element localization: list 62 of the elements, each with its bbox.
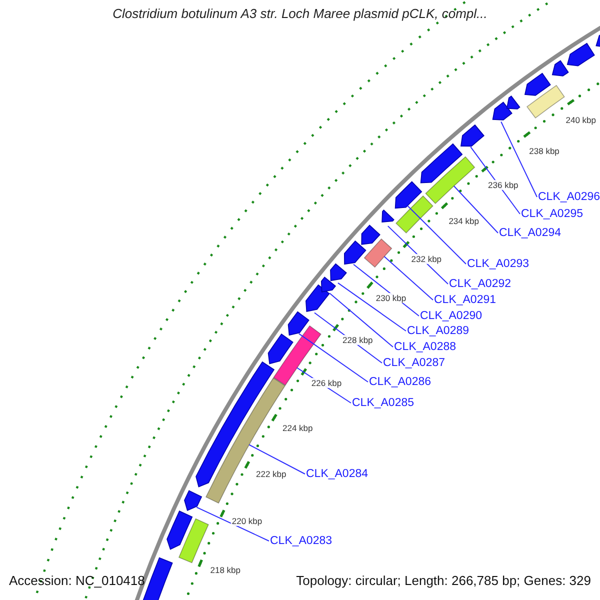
gene-label: CLK_A0289 <box>407 324 470 338</box>
gene-label: CLK_A0293 <box>467 257 530 271</box>
gene-label: CLK_A0285 <box>352 396 414 410</box>
leader-line <box>248 444 306 474</box>
gene-segment <box>506 96 520 110</box>
gene-segment <box>361 224 380 245</box>
gene-label: CLK_A0290 <box>420 309 482 323</box>
gene-label: CLK_A0287 <box>383 356 446 370</box>
gene-segment <box>344 240 366 265</box>
gene-segment <box>306 284 330 312</box>
leader-line <box>384 256 434 300</box>
gene-label: CLK_A0284 <box>306 467 368 481</box>
accession-text: Accession: NC_010418 <box>9 573 145 588</box>
gene-bar <box>178 518 209 564</box>
gene-segment <box>524 72 551 96</box>
gene-label: CLK_A0294 <box>499 226 562 240</box>
tick-label: 222 kbp <box>255 468 288 479</box>
gene-label: CLK_A0292 <box>449 277 512 291</box>
gene-label: CLK_A0295 <box>521 207 584 221</box>
tick-label: 234 kbp <box>448 216 480 226</box>
gene-label: CLK_A0286 <box>369 375 432 389</box>
gene-segment <box>566 42 595 66</box>
leader-line <box>453 185 498 234</box>
tick-label: 220 kbp <box>230 516 264 526</box>
leader-line <box>500 121 538 198</box>
tick-label: 226 kbp <box>310 378 343 388</box>
gene-bar <box>526 85 565 118</box>
gene-segment <box>268 334 294 364</box>
gene-segment <box>184 490 202 511</box>
gene-label: CLK_A0288 <box>394 340 456 354</box>
tick-label: 224 kbp <box>282 422 314 433</box>
gene-segment <box>460 124 484 147</box>
tick-label: 230 kbp <box>374 293 408 304</box>
leader-line <box>196 506 270 542</box>
tick-label: 238 kbp <box>528 146 560 156</box>
gene-label: CLK_A0283 <box>270 534 332 548</box>
tick-label: 236 kbp <box>487 180 520 190</box>
gene-segment <box>320 276 336 292</box>
gene-segment <box>166 510 193 550</box>
summary-text: Topology: circular; Length: 266,785 bp; Genes: 329 <box>296 573 591 588</box>
gene-segment <box>552 60 569 76</box>
leader-line <box>298 333 368 382</box>
gene-segment <box>420 143 462 184</box>
tick-label: 232 kbp <box>410 254 443 264</box>
gene-segment <box>288 311 310 336</box>
map-title: Clostridium botulinum A3 str. Loch Maree plasmid pCLK, compl... <box>112 6 488 21</box>
gene-bar <box>364 238 392 268</box>
gene-bar <box>396 196 434 234</box>
tick-label: 218 kbp <box>209 564 242 575</box>
gene-label: CLK_A0296 <box>538 190 600 204</box>
leader-line <box>337 282 406 332</box>
gene-segment <box>330 263 347 282</box>
gene-bar <box>425 156 476 204</box>
gene-label: CLK_A0291 <box>434 293 496 307</box>
leader-line <box>407 205 466 264</box>
tick-label: 240 kbp <box>564 114 597 125</box>
gene-segment <box>382 210 394 222</box>
gene-segment <box>196 362 274 488</box>
tick-label: 228 kbp <box>342 334 374 345</box>
gene-segment <box>492 102 512 120</box>
gene-segment <box>394 181 422 209</box>
leader-line <box>329 292 394 348</box>
